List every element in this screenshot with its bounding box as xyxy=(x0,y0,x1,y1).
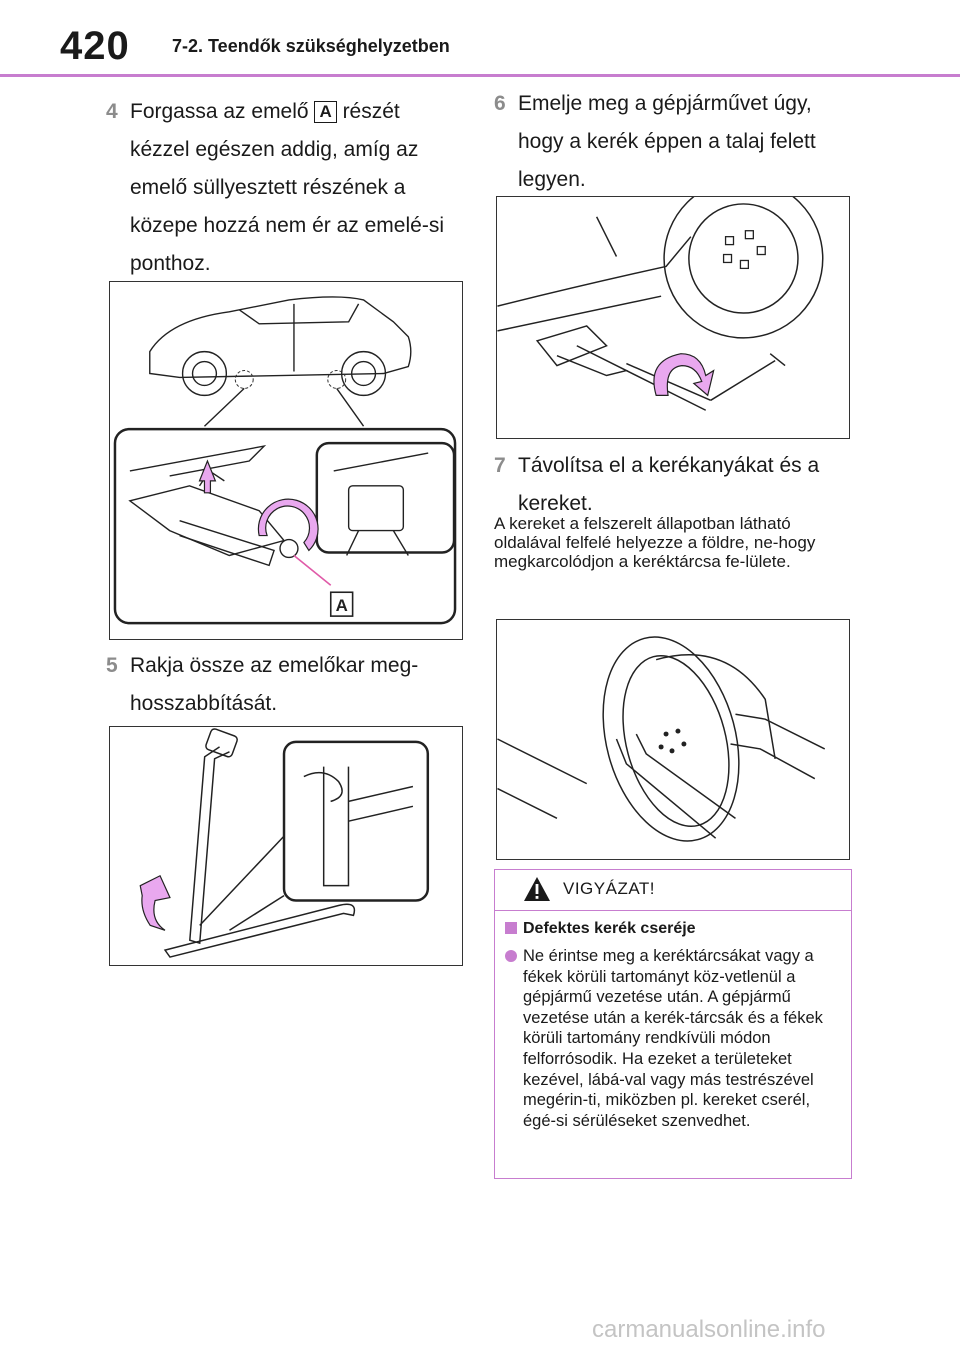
label-a-box: A xyxy=(314,101,337,123)
step-number: 5 xyxy=(106,654,118,677)
note-paragraph: A kereket a felszerelt állapotban láthat… xyxy=(494,514,816,571)
remove-wheel-figure xyxy=(496,619,850,860)
warning-header: VIGYÁZAT! xyxy=(495,870,851,911)
square-bullet-icon xyxy=(505,922,517,934)
lift-vehicle-figure xyxy=(496,196,850,439)
callout-label-a: A xyxy=(336,596,348,615)
watermark: carmanualsonline.info xyxy=(592,1316,826,1343)
header-divider xyxy=(0,74,960,77)
remove-wheel-illustration xyxy=(497,636,826,842)
step-number: 6 xyxy=(494,92,506,115)
step-text: részét xyxy=(342,100,400,123)
jack-position-figure: A xyxy=(109,281,463,640)
step-text: Forgassa az emelő xyxy=(130,100,309,123)
section-title: 7-2. Teendők szükséghelyzetben xyxy=(172,36,450,56)
step-number: 7 xyxy=(494,454,506,477)
step-5: 5 Rakja össze az emelőkar meg-hosszabbít… xyxy=(106,647,451,723)
step-text: Rakja össze az emelőkar meg-hosszabbítás… xyxy=(130,654,419,715)
page-number: 420 xyxy=(60,24,130,68)
circle-bullet-icon xyxy=(505,950,517,962)
step-text: Emelje meg a gépjárművet úgy, hogy a ker… xyxy=(518,92,816,191)
lift-illustration xyxy=(497,197,824,411)
step-text: Távolítsa el a kerékanyákat és a kereket… xyxy=(518,454,820,515)
step-6: 6 Emelje meg a gépjárművet úgy, hogy a k… xyxy=(494,85,854,199)
warning-text: Ne érintse meg a keréktárcsákat vagy a f… xyxy=(505,946,843,1131)
step-text: kézzel egészen addig, amíg az emelő süll… xyxy=(130,138,444,275)
warning-title: VIGYÁZAT! xyxy=(563,879,656,898)
warning-box: VIGYÁZAT! Defektes kerék cseréje Ne érin… xyxy=(494,869,852,1179)
step-7: 7 Távolítsa el a kerékanyákat és a kerek… xyxy=(494,447,854,523)
warning-triangle-icon xyxy=(524,877,550,901)
handle-assembly-figure xyxy=(109,726,463,966)
warning-subtitle-text: Defektes kerék cseréje xyxy=(523,920,696,937)
step-4: 4 Forgassa az emelő A részét kézzel egés… xyxy=(106,93,451,283)
step-number: 4 xyxy=(106,100,118,123)
handle-illustration xyxy=(139,728,430,958)
warning-subtitle: Defektes kerék cseréje xyxy=(505,920,696,938)
warning-body: Ne érintse meg a keréktárcsákat vagy a f… xyxy=(523,947,823,1130)
jack-illustration: A xyxy=(113,296,457,625)
